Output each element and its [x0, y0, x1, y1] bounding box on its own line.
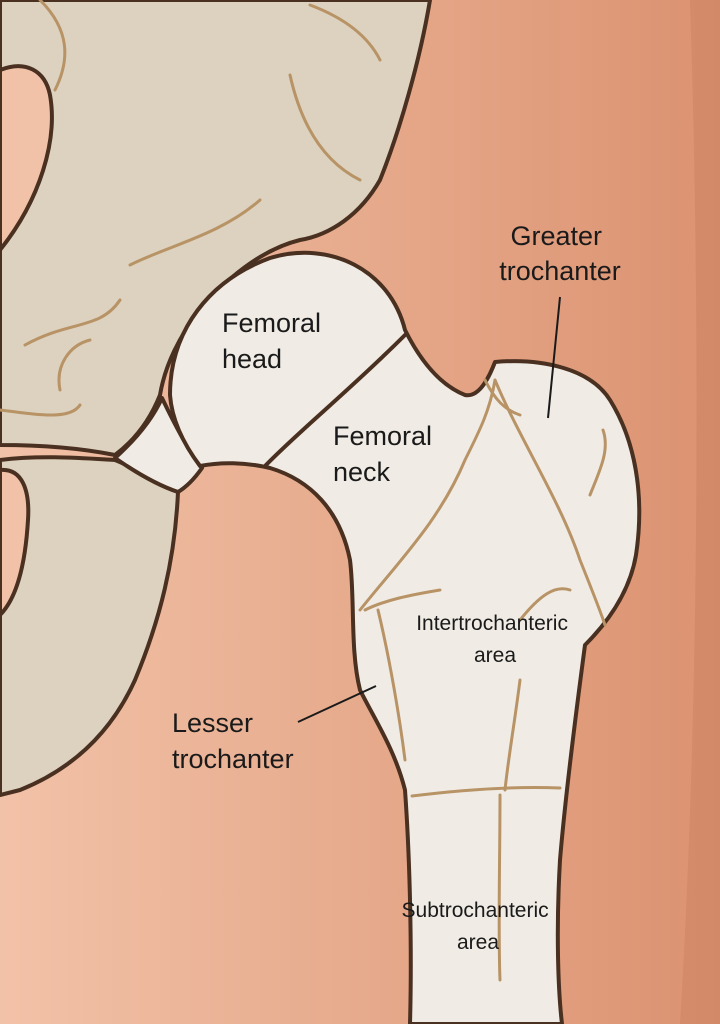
acetabular-rim: [113, 396, 204, 494]
pelvis-detail-line-2: [288, 73, 362, 182]
head-detail: [363, 588, 442, 612]
label-subtrochanteric-area: Subtrochanteric area: [402, 899, 555, 954]
thigh-edge-shadow: [680, 0, 720, 1024]
head-neck-line: [263, 333, 407, 468]
lesser-trochanter-leader: [297, 685, 377, 723]
trochanter-detail-1: [483, 378, 522, 417]
intertrochanteric-line-right: [493, 378, 607, 627]
intertrochanteric-line-left: [358, 378, 497, 612]
pelvis-detail-line-6: [0, 403, 82, 417]
trochanter-detail-2: [588, 428, 607, 497]
subtrochanteric-boundary: [410, 785, 562, 798]
pelvis-detail-line-4: [128, 198, 262, 267]
label-intertrochanteric-area: Intertrochanteric area: [416, 612, 574, 667]
pelvis-ischium: [0, 455, 180, 797]
pelvis-cutout-lower: [0, 467, 31, 618]
pelvis-detail-line-3: [308, 3, 382, 62]
greater-trochanter-leader: [547, 296, 561, 419]
shaft-detail-line: [497, 793, 502, 982]
trochanter-detail-3: [518, 587, 572, 622]
pelvis-detail-line-1: [38, 0, 67, 92]
intertrochanteric-region-line: [503, 678, 522, 792]
label-femoral-neck: Femoral neck: [333, 421, 440, 487]
pelvis-detail-line-5: [23, 298, 122, 347]
label-femoral-head: Femoral head: [222, 308, 329, 374]
pelvis-detail-line-7: [57, 338, 92, 392]
pelvis-cutout-upper: [0, 64, 54, 254]
label-lesser-trochanter: Lesser trochanter: [172, 708, 294, 774]
label-greater-trochanter: Greater trochanter: [499, 221, 621, 286]
lesser-trochanter-curve: [376, 608, 407, 762]
